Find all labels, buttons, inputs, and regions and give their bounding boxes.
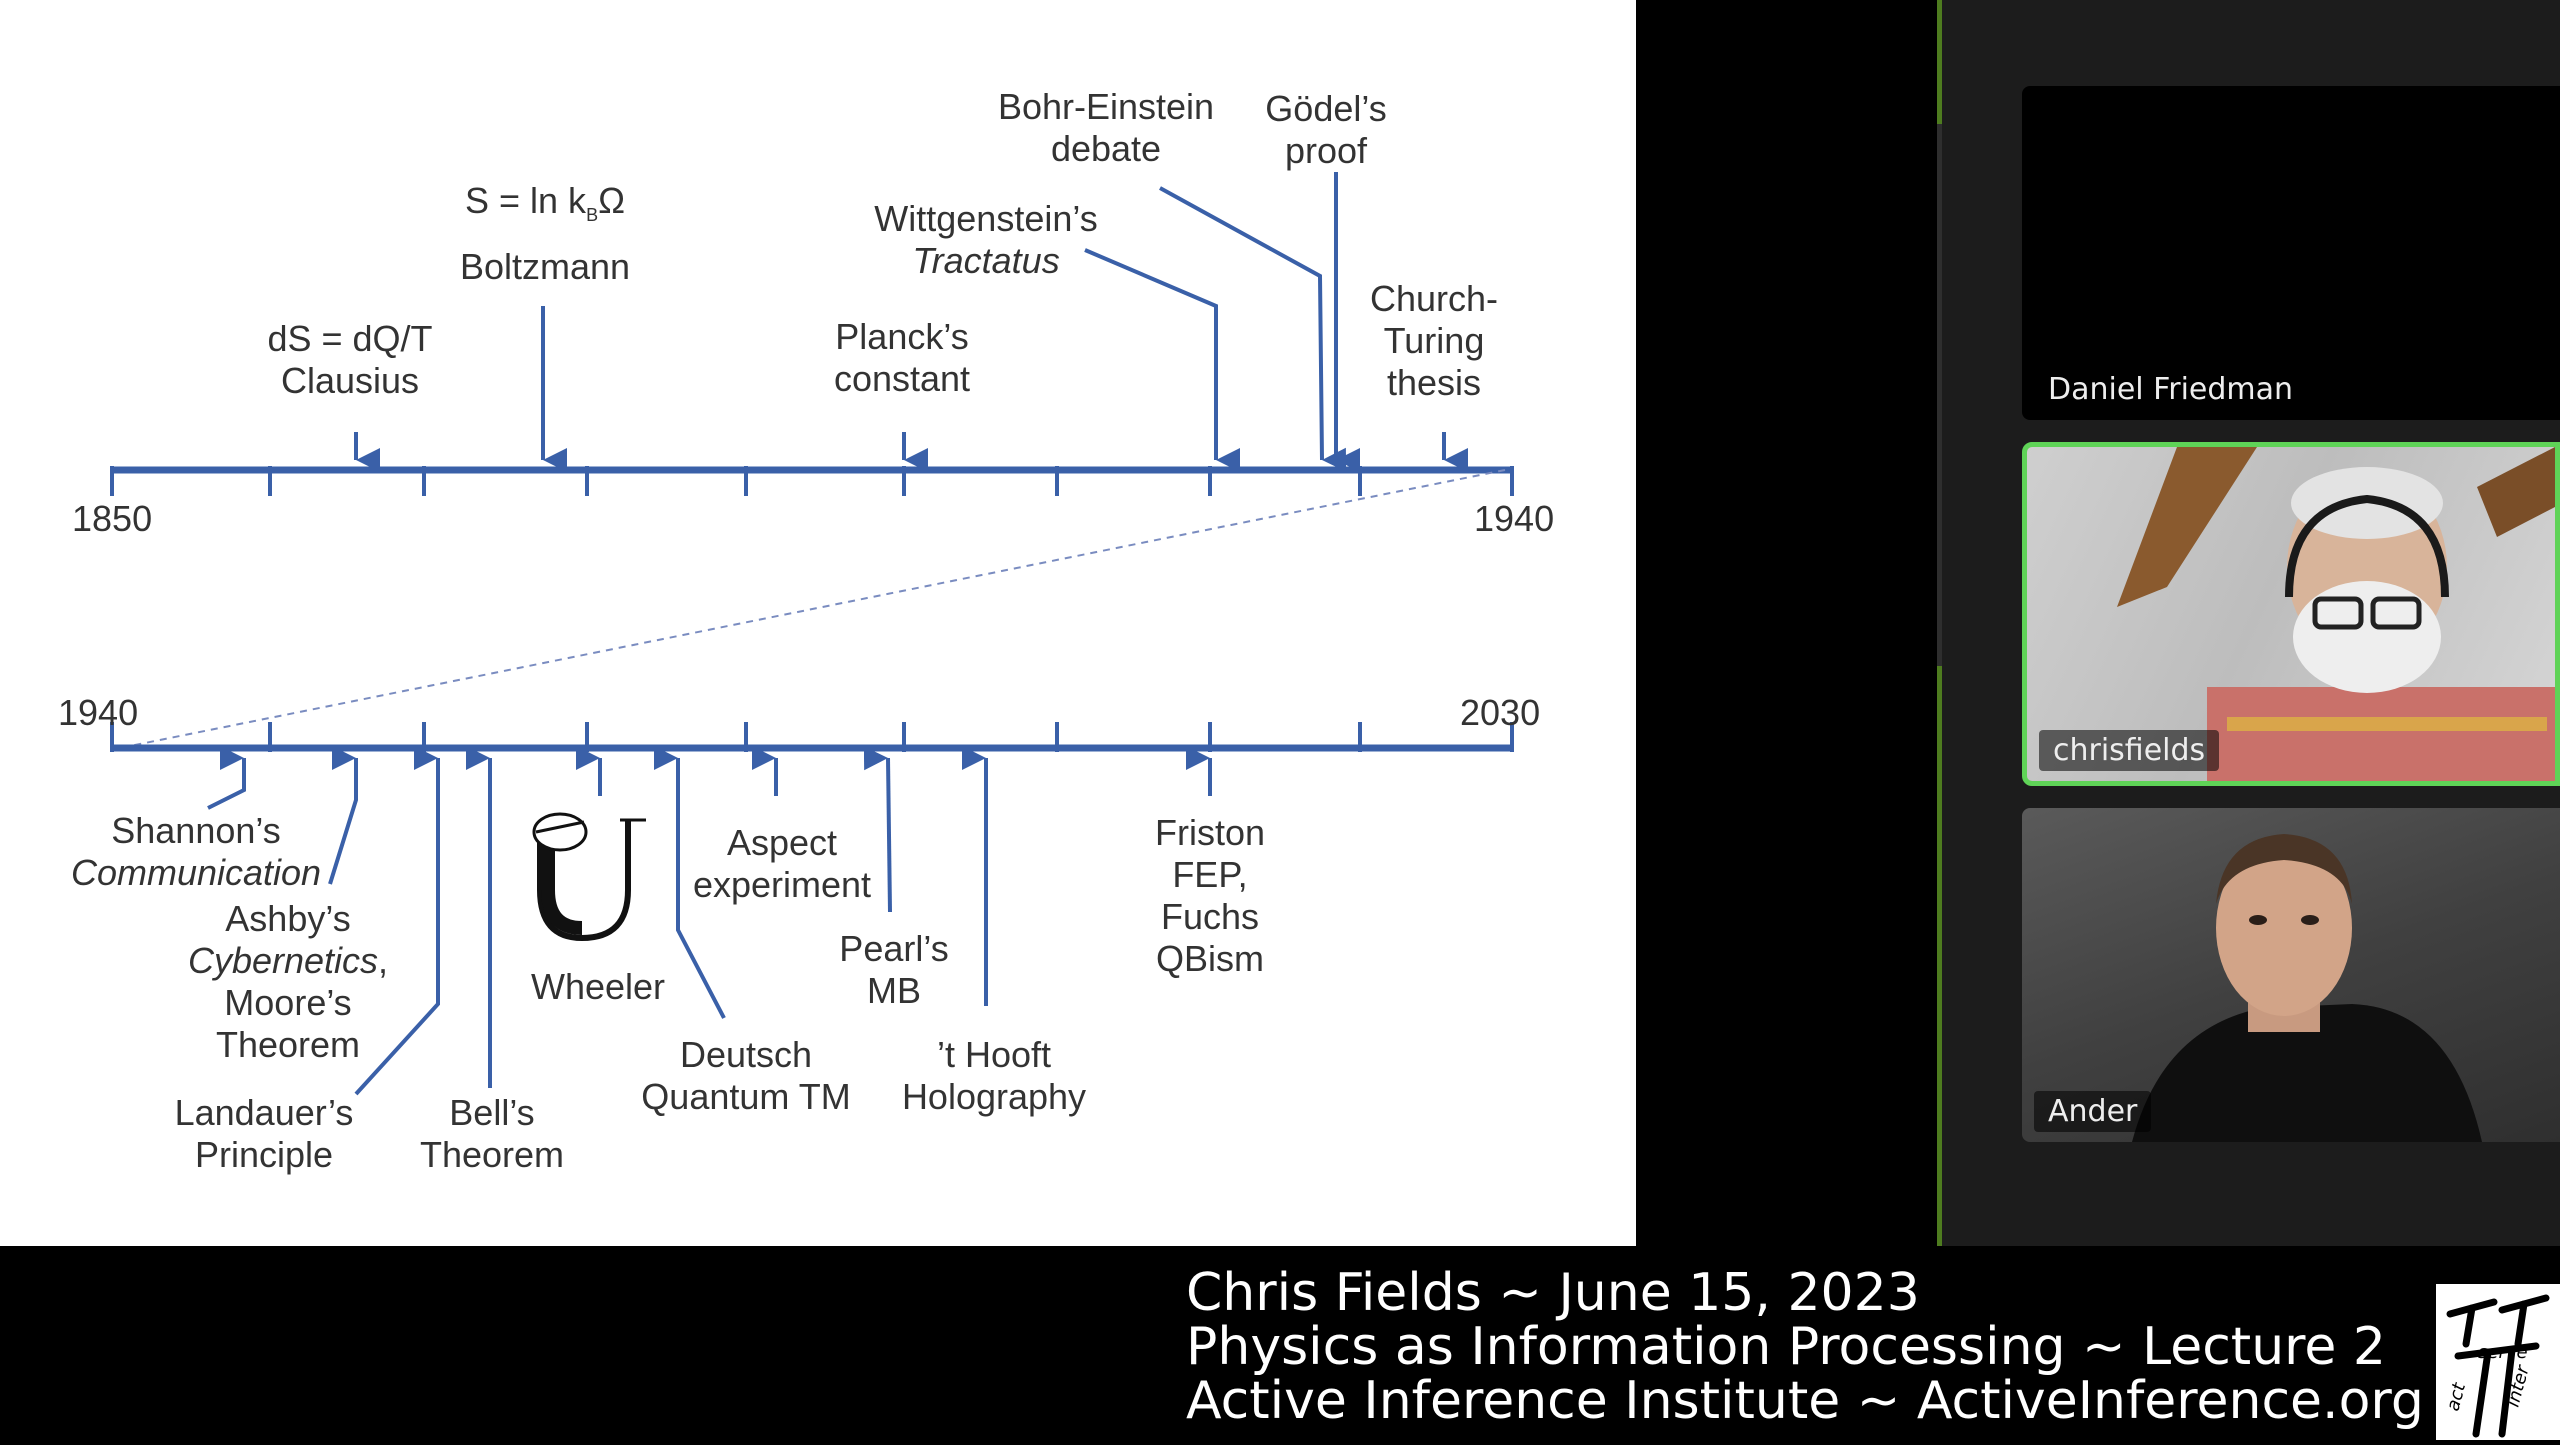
year-label-1940-bottom: 1940 (58, 692, 139, 733)
caption-line-title: Physics as Information Processing ~ Lect… (1186, 1317, 2386, 1377)
svg-text:serve: serve (2478, 1342, 2528, 1363)
video-tile-daniel-friedman[interactable]: Daniel Friedman (2022, 86, 2560, 420)
year-label-1940-top: 1940 (1474, 498, 1555, 539)
wheeler-u-diagram (532, 812, 646, 942)
arrow-shannon (207, 746, 246, 810)
participant-video-feed (2117, 447, 2555, 781)
arrow-pearl (863, 746, 892, 913)
caption-line-institute: Active Inference Institute ~ ActiveInfer… (1186, 1371, 2424, 1431)
timeline-diagram (110, 172, 1514, 1096)
participant-name-label: chrisfields (2039, 730, 2220, 771)
splitter-accent-bottom (1937, 666, 1942, 1246)
splitter-bar[interactable] (1937, 0, 1942, 1246)
arrow-bohr-einstein (1159, 186, 1347, 472)
arrow-ashby (328, 746, 358, 885)
arrow-landauer (354, 746, 440, 1096)
year-label-2030: 2030 (1460, 692, 1541, 733)
video-tile-ander[interactable]: Ander (2022, 808, 2560, 1142)
participant-video-feed (2132, 834, 2482, 1142)
svg-text:act: act (2443, 1380, 2471, 1413)
participant-name-label: Ander (2034, 1091, 2152, 1132)
year-label-1850: 1850 (72, 498, 153, 539)
timeline-connector-dashed (119, 469, 1506, 749)
event-wheeler: Wheeler (530, 966, 666, 1007)
arrow-wittgenstein (1084, 248, 1240, 472)
caption-line-presenter: Chris Fields ~ June 15, 2023 (1186, 1263, 1920, 1323)
lower-third-caption: Chris Fields ~ June 15, 2023 Physics as … (1186, 1266, 2424, 1428)
arrow-deutsch (654, 746, 726, 1019)
participant-name-label: Daniel Friedman (2034, 369, 2308, 410)
event-boltzmann: S = ln kBΩ Boltzmann (459, 180, 631, 288)
active-inference-logo: serve act inter (2436, 1284, 2560, 1440)
splitter-accent-top (1937, 0, 1942, 124)
video-tile-chrisfields[interactable]: chrisfields (2022, 442, 2560, 786)
